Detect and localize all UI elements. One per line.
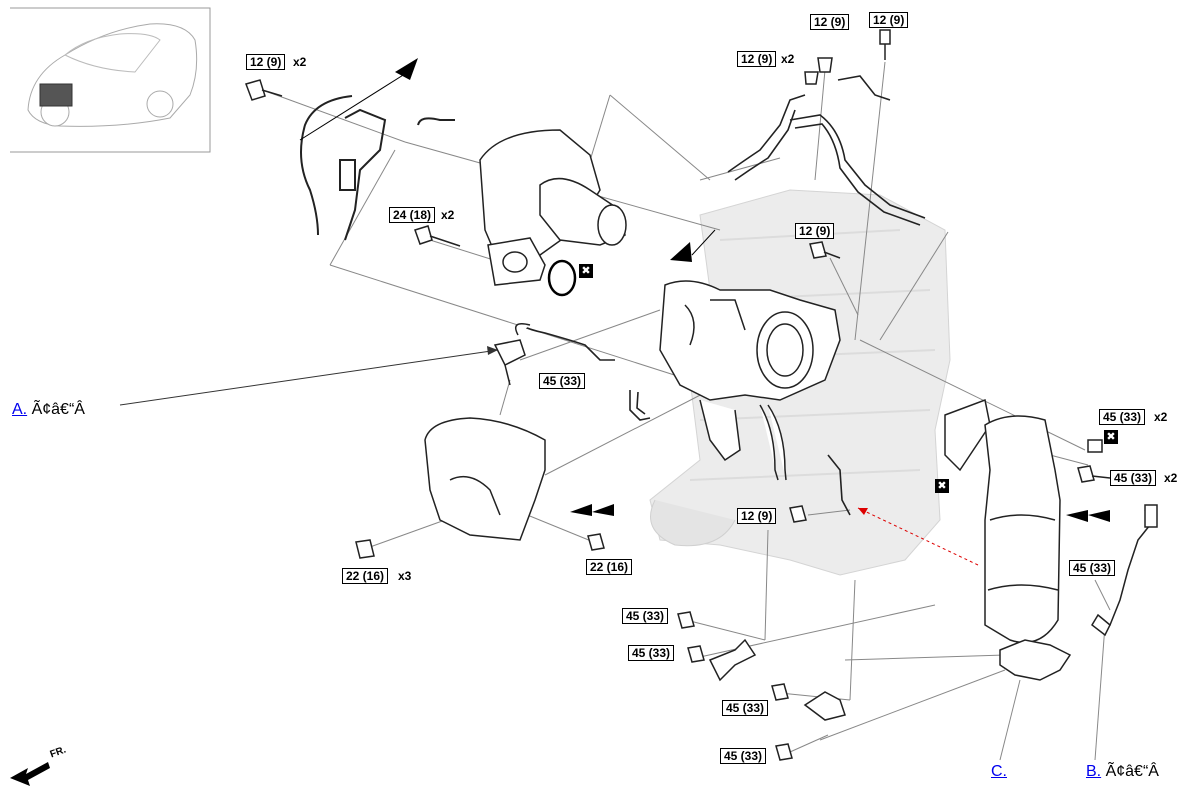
torque-label: 45 (33) bbox=[539, 373, 586, 389]
callout-a-link[interactable]: A. bbox=[12, 401, 28, 418]
callout-b-link[interactable]: B. bbox=[1086, 763, 1102, 780]
torque-label: 12 (9) bbox=[795, 223, 835, 239]
quantity-label: x2 bbox=[781, 52, 795, 66]
callout-b-text: Ã¢â€“Â bbox=[1105, 763, 1159, 780]
heat-shield bbox=[424, 417, 546, 541]
replace-part-icon: ✖ bbox=[935, 479, 949, 493]
replace-part-icon: ✖ bbox=[579, 264, 593, 278]
catalytic-converter bbox=[944, 398, 1072, 681]
torque-label: 12 (9) bbox=[737, 508, 777, 524]
torque-label: 45 (33) bbox=[628, 645, 675, 661]
replace-part-icon: ✖ bbox=[1104, 430, 1118, 444]
torque-label: 12 (9) bbox=[869, 12, 909, 28]
quantity-label: x2 bbox=[441, 208, 455, 222]
oxygen-sensor-b bbox=[1091, 504, 1158, 637]
vehicle-locator-inset bbox=[10, 7, 211, 153]
o-ring bbox=[547, 259, 577, 297]
red-arrowhead bbox=[858, 508, 868, 515]
fasteners bbox=[245, 29, 1111, 761]
torque-label: 12 (9) bbox=[246, 54, 286, 70]
small-hoses bbox=[519, 324, 851, 516]
callout-c-link[interactable]: C. bbox=[991, 763, 1007, 780]
callout-b: B. Ã¢â€“Â bbox=[1086, 763, 1159, 781]
torque-label: 45 (33) bbox=[722, 700, 769, 716]
red-pointer-line bbox=[857, 507, 979, 566]
torque-label: 45 (33) bbox=[1099, 409, 1146, 425]
torque-label: 22 (16) bbox=[586, 559, 633, 575]
torque-label: 22 (16) bbox=[342, 568, 389, 584]
wire-harness bbox=[300, 95, 455, 241]
coolant-hoses bbox=[727, 75, 926, 226]
exhaust-stays bbox=[708, 638, 846, 721]
callout-a-text: Ã¢â€“Â bbox=[31, 401, 85, 418]
torque-label: 45 (33) bbox=[720, 748, 767, 764]
callout-c: C. bbox=[991, 763, 1007, 781]
torque-label: 12 (9) bbox=[737, 51, 777, 67]
callout-a: A. Ã¢â€“Â bbox=[12, 401, 85, 419]
quantity-label: x2 bbox=[293, 55, 307, 69]
torque-label: 45 (33) bbox=[622, 608, 669, 624]
callout-a-pointer bbox=[119, 349, 499, 406]
turbocharger bbox=[659, 280, 841, 481]
view-direction-arrows bbox=[299, 58, 1110, 522]
oxygen-sensor-a bbox=[493, 323, 531, 386]
torque-label: 24 (18) bbox=[389, 207, 436, 223]
torque-label: 12 (9) bbox=[810, 14, 850, 30]
quantity-label: x3 bbox=[398, 569, 412, 583]
quantity-label: x2 bbox=[1164, 471, 1178, 485]
intake-pipe bbox=[479, 129, 627, 286]
torque-label: 45 (33) bbox=[1069, 560, 1116, 576]
quantity-label: x2 bbox=[1154, 410, 1168, 424]
torque-label: 45 (33) bbox=[1110, 470, 1157, 486]
front-direction-arrow bbox=[10, 762, 50, 786]
